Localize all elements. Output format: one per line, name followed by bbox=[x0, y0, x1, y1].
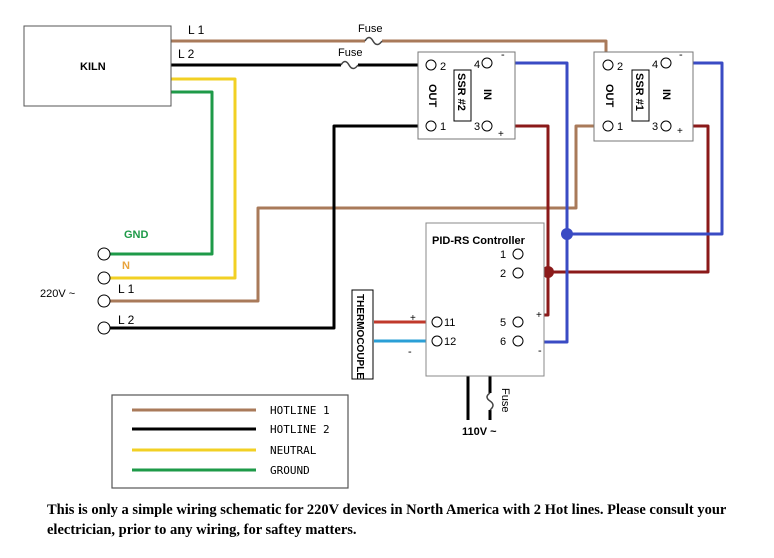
ssr-2-terminal-2-label: 2 bbox=[440, 61, 446, 73]
ssr-1-out-label: OUT bbox=[603, 84, 615, 108]
pid-controller: PID-RS Controller 1 2 5 6 11 12 + - + - bbox=[408, 222, 545, 377]
ssr-1-terminal-2-label: 2 bbox=[617, 61, 623, 73]
wire-hotline1-kiln bbox=[171, 39, 608, 63]
ssr-1-terminal-4-label: 4 bbox=[652, 59, 658, 71]
junction-dc-negative bbox=[561, 228, 573, 240]
disclaimer-note: This is only a simple wiring schematic f… bbox=[47, 502, 727, 538]
legend-label-neutral: NEUTRAL bbox=[270, 444, 317, 457]
wire-dc-positive-ssr1 bbox=[548, 124, 710, 274]
kiln-l2-label: L 2 bbox=[178, 47, 195, 61]
ssr-1: SSR #1 OUT IN 2 1 4 3 - + bbox=[593, 49, 694, 142]
legend-item-hotline1: HOTLINE 1 bbox=[132, 404, 330, 417]
controller-plus-5: + bbox=[536, 310, 542, 321]
legend-label-hotline2: HOTLINE 2 bbox=[270, 423, 330, 436]
legend-item-neutral: NEUTRAL bbox=[132, 444, 317, 457]
controller-terminal-12 bbox=[431, 335, 443, 347]
controller-terminal-6-label: 6 bbox=[500, 336, 506, 348]
ssr-1-terminal-2 bbox=[602, 59, 614, 71]
ssr-2: SSR #2 OUT IN 2 1 4 3 - + bbox=[417, 49, 516, 140]
thermocouple-label: THERMOCOUPLE bbox=[354, 294, 365, 379]
ssr-1-minus: - bbox=[679, 49, 683, 61]
kiln-l1-label: L 1 bbox=[188, 23, 205, 37]
wire-dc-negative-ssr2 bbox=[490, 61, 569, 344]
ssr-2-terminal-1 bbox=[425, 120, 437, 132]
ssr-2-out-label: OUT bbox=[426, 84, 438, 108]
legend-item-hotline2: HOTLINE 2 bbox=[132, 423, 330, 436]
ssr-1-label: SSR #1 bbox=[633, 73, 645, 111]
wire-dc-negative-ssr1 bbox=[567, 61, 724, 236]
thermocouple: THERMOCOUPLE bbox=[351, 289, 374, 380]
fuse-hotline1: Fuse bbox=[358, 23, 383, 46]
controller-terminal-11-label: 11 bbox=[444, 317, 455, 329]
ssr-1-plus: + bbox=[677, 126, 683, 137]
supply-terminal-n bbox=[97, 271, 111, 285]
supply-n-label: N bbox=[122, 260, 130, 272]
kiln-label: KILN bbox=[80, 61, 106, 73]
fuse-label: Fuse bbox=[499, 388, 511, 412]
ssr-2-terminal-4-label: 4 bbox=[474, 59, 480, 71]
wire-hotline1-supply bbox=[107, 124, 606, 303]
ssr-1-terminal-3 bbox=[660, 120, 672, 132]
ssr-2-in-label: IN bbox=[481, 89, 493, 100]
ssr-1-terminal-4 bbox=[660, 57, 672, 69]
ssr-2-minus: - bbox=[501, 49, 505, 61]
controller-terminal-2 bbox=[512, 267, 524, 279]
ssr-2-terminal-3-label: 3 bbox=[474, 121, 480, 133]
kiln: KILN bbox=[23, 25, 172, 107]
supply-gnd-label: GND bbox=[124, 229, 149, 241]
legend-item-ground: GROUND bbox=[132, 464, 310, 477]
controller-minus-12: - bbox=[408, 346, 412, 358]
supply-terminal-l2 bbox=[97, 321, 111, 335]
fuse-controller: Fuse bbox=[486, 388, 511, 412]
controller-plus-11: + bbox=[410, 313, 416, 324]
fuse-label: Fuse bbox=[358, 23, 382, 35]
wire-ground bbox=[107, 90, 214, 256]
legend-label-hotline1: HOTLINE 1 bbox=[270, 404, 330, 417]
wire-neutral bbox=[107, 77, 237, 280]
legend: HOTLINE 1 HOTLINE 2 NEUTRAL GROUND bbox=[111, 394, 349, 489]
ssr-2-terminal-3 bbox=[481, 120, 493, 132]
supply-terminal-l1 bbox=[97, 294, 111, 308]
fuse-hotline2: Fuse bbox=[338, 47, 362, 70]
wire-hotline2-supply bbox=[107, 124, 427, 330]
supply-terminals: GND N L 1 L 2 220V ~ bbox=[40, 229, 149, 335]
supply-l2-label: L 2 bbox=[118, 313, 135, 327]
ssr-1-terminal-3-label: 3 bbox=[652, 121, 658, 133]
controller-supply-label: 110V ~ bbox=[462, 426, 497, 438]
ssr-1-in-label: IN bbox=[660, 89, 672, 100]
controller-terminal-5-label: 5 bbox=[500, 317, 506, 329]
ssr-1-terminal-1 bbox=[602, 120, 614, 132]
controller-terminal-2-label: 2 bbox=[500, 268, 506, 280]
controller-terminal-5 bbox=[512, 316, 524, 328]
controller-title: PID-RS Controller bbox=[432, 235, 526, 247]
controller-minus-6: - bbox=[538, 345, 542, 357]
junction-dc-positive bbox=[542, 266, 554, 278]
controller-terminal-12-label: 12 bbox=[444, 336, 456, 348]
controller-terminal-1 bbox=[512, 248, 524, 260]
controller-terminal-11 bbox=[431, 316, 443, 328]
ssr-1-terminal-1-label: 1 bbox=[617, 121, 623, 133]
supply-terminal-gnd bbox=[97, 247, 111, 261]
supply-voltage-label: 220V ~ bbox=[40, 288, 75, 300]
ssr-2-plus: + bbox=[498, 129, 504, 140]
fuse-label: Fuse bbox=[338, 47, 362, 59]
ssr-2-terminal-2 bbox=[425, 59, 437, 71]
ssr-2-terminal-4 bbox=[481, 57, 493, 69]
controller-terminal-1-label: 1 bbox=[500, 249, 506, 261]
legend-label-ground: GROUND bbox=[270, 464, 310, 477]
ssr-2-terminal-1-label: 1 bbox=[440, 121, 446, 133]
ssr-2-label: SSR #2 bbox=[455, 73, 467, 111]
supply-l1-label: L 1 bbox=[118, 282, 135, 296]
controller-terminal-6 bbox=[512, 335, 524, 347]
